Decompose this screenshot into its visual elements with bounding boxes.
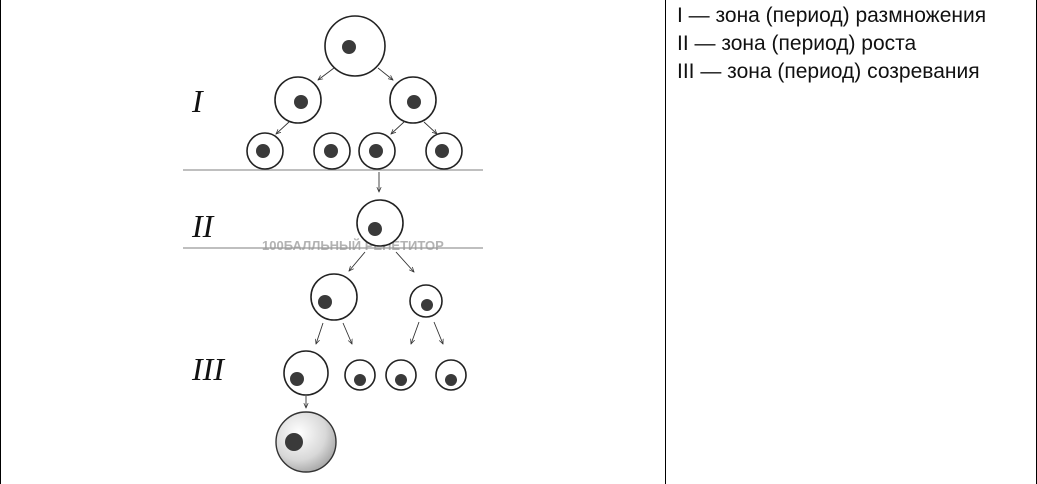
arrow: [391, 121, 405, 134]
arrow: [395, 251, 414, 272]
column-divider: [665, 0, 666, 484]
cell-egg: [275, 411, 337, 473]
nucleus: [369, 144, 383, 158]
cell-ootid: [283, 350, 329, 396]
zone-label-3: III: [191, 351, 225, 387]
nucleus: [318, 295, 332, 309]
nucleus: [324, 144, 338, 158]
nucleus: [290, 372, 304, 386]
zone-1-cells: [246, 15, 463, 170]
zone-label-2: II: [191, 208, 215, 244]
nucleus: [285, 433, 303, 451]
zone-label-1: I: [191, 83, 204, 119]
arrow: [318, 67, 335, 80]
arrow: [411, 321, 420, 344]
zone-3-cells: [275, 251, 467, 473]
nucleus: [435, 144, 449, 158]
arrow: [433, 321, 443, 344]
nucleus: [445, 374, 457, 386]
cell-secondary-oocyte: [310, 273, 358, 321]
cell-primary-oocyte: [356, 199, 404, 247]
legend-item-zone-2: II — зона (период) роста: [677, 32, 917, 55]
arrow: [342, 322, 352, 344]
arrow: [423, 121, 437, 134]
legend-item-zone-3: III — зона (период) созревания: [677, 60, 980, 83]
nucleus: [407, 95, 421, 109]
arrow: [377, 67, 393, 80]
nucleus: [421, 299, 433, 311]
zone-2-cells: [356, 172, 404, 247]
oogenesis-diagram: I II III 100БАЛЛЬНЫЙ РЕПЕТИТОР: [183, 15, 483, 473]
watermark: 100БАЛЛЬНЫЙ РЕПЕТИТОР: [262, 238, 444, 253]
arrow: [349, 251, 366, 271]
nucleus: [256, 144, 270, 158]
nucleus: [294, 95, 308, 109]
legend: I — зона (период) размножения II — зона …: [677, 2, 986, 86]
arrow: [316, 322, 324, 344]
nucleus: [368, 222, 382, 236]
nucleus: [395, 374, 407, 386]
nucleus: [354, 374, 366, 386]
legend-item-zone-1: I — зона (период) размножения: [677, 4, 987, 27]
arrow: [276, 121, 290, 134]
nucleus: [342, 40, 356, 54]
